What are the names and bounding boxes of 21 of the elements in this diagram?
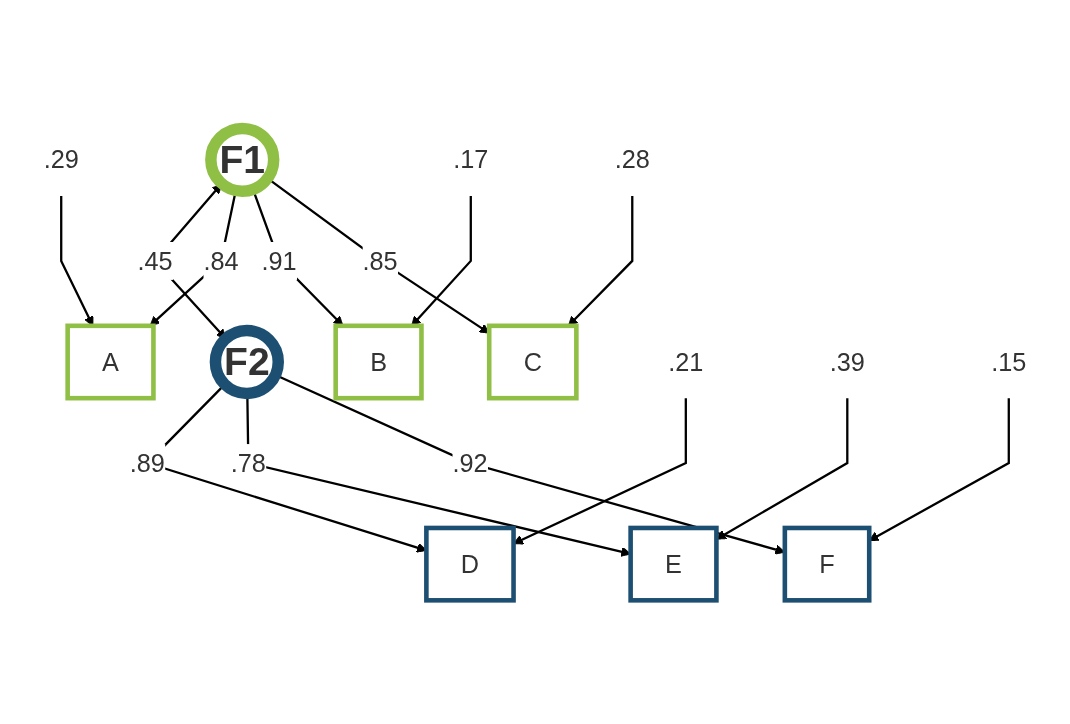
edge-label: .78 (230, 448, 266, 478)
node-box: A (65, 323, 156, 401)
node-box: B (333, 323, 424, 401)
node-box: C (486, 323, 579, 401)
node-circle: F2 (209, 324, 284, 400)
node-circle: F1 (205, 122, 280, 197)
edge-label: .84 (203, 246, 239, 276)
node-box: E (628, 525, 719, 603)
edge-label: .92 (452, 448, 488, 478)
node-text: .21 (668, 347, 704, 377)
node-text: .39 (829, 347, 865, 377)
edge-label: .89 (129, 448, 165, 478)
node-text: .15 (991, 347, 1027, 377)
edge-label: .91 (261, 246, 297, 276)
node-box: D (424, 525, 516, 603)
node-text: .28 (614, 145, 650, 175)
node-text: .17 (453, 145, 489, 175)
edge-label: .45 (137, 246, 173, 276)
node-text: .29 (43, 145, 79, 175)
node-box: F (782, 525, 872, 603)
edge-label: .85 (362, 246, 398, 276)
